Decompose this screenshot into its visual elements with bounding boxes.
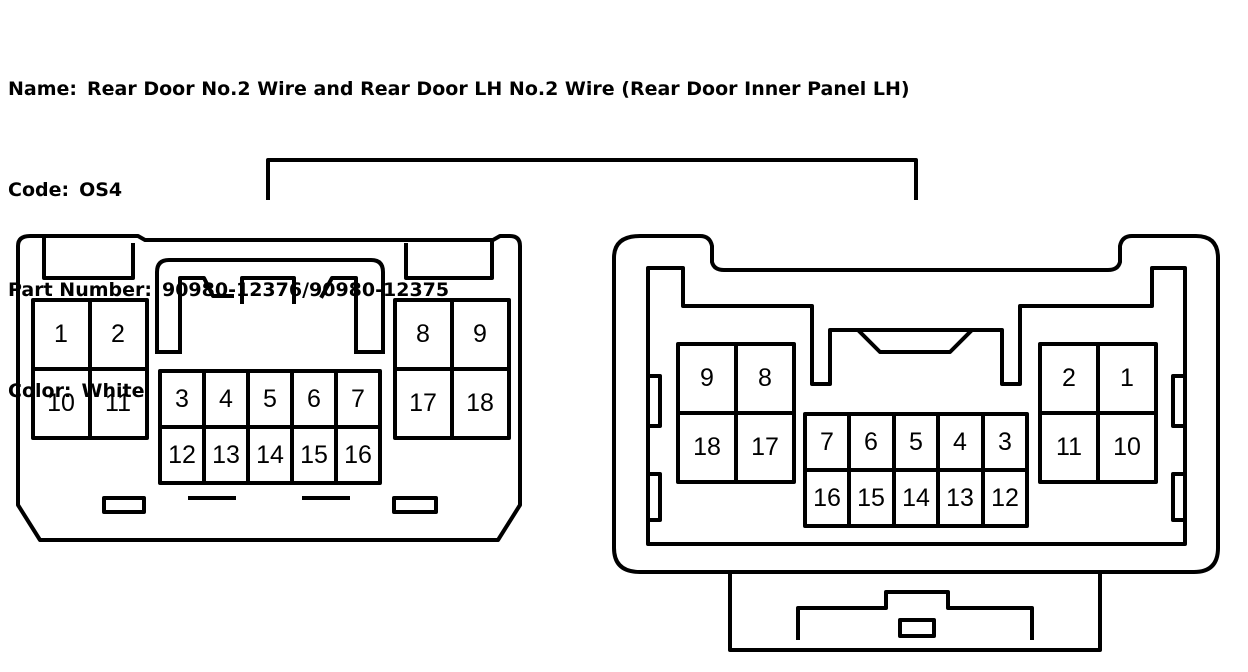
left-pin-label: 12 — [168, 441, 196, 469]
left-pin-label: 1 — [54, 320, 68, 348]
right-pin-label: 11 — [1056, 433, 1082, 461]
left-lock-tab-sides — [155, 300, 385, 354]
view-bracket — [266, 158, 918, 200]
right-lock-lever — [796, 590, 1034, 640]
code-label: Code: — [8, 178, 70, 201]
right-pin-label: 2 — [1062, 364, 1076, 392]
right-side-notches-left — [646, 374, 662, 522]
right-pin-label: 5 — [909, 428, 923, 456]
right-pin-label: 12 — [991, 484, 1019, 512]
code-row: Code: OS4 — [8, 174, 910, 208]
left-pin-label: 9 — [473, 320, 487, 348]
right-pin-label: 8 — [758, 364, 772, 392]
right-side-notches-right — [1171, 374, 1187, 522]
right-inner-cavity — [646, 266, 1187, 546]
right-pin-label: 13 — [946, 484, 974, 512]
left-pin-label: 4 — [219, 385, 233, 413]
right-pin-label: 6 — [864, 428, 878, 456]
color-label: Color: — [8, 379, 72, 402]
left-pin-label: 16 — [344, 441, 372, 469]
right-pin-label: 16 — [813, 484, 841, 512]
left-pin-label: 3 — [175, 385, 189, 413]
left-bottom-latches — [102, 496, 438, 514]
left-pin-label: 5 — [263, 385, 277, 413]
left-inner-wall-right — [404, 238, 494, 280]
left-pin-label: 17 — [409, 389, 437, 417]
left-pin-label: 6 — [307, 385, 321, 413]
left-pin-label: 15 — [300, 441, 328, 469]
right-lock-housing — [728, 570, 1102, 652]
right-pin-label: 3 — [998, 428, 1012, 456]
right-connector: 9 8 18 17 7 6 5 4 3 16 15 14 13 12 2 1 1… — [612, 234, 1220, 652]
color-row: Color: White — [8, 375, 910, 409]
right-connector-housing — [612, 234, 1220, 574]
left-pin-label: 11 — [105, 389, 131, 417]
code-value: OS4 — [79, 178, 123, 201]
left-inner-wall-left — [42, 238, 135, 280]
left-connector-housing — [16, 234, 522, 542]
name-label: Name: — [8, 78, 78, 100]
right-pin-label: 4 — [953, 428, 967, 456]
left-pin-label: 7 — [351, 385, 365, 413]
color-value: White — [81, 379, 145, 402]
name-value: Rear Door No.2 Wire and Rear Door LH No.… — [87, 78, 910, 100]
connector-info: Name: Rear Door No.2 Wire and Rear Door L… — [8, 6, 910, 442]
right-lock-button — [898, 618, 936, 638]
right-pin-label: 10 — [1113, 433, 1141, 461]
name-row: Name: Rear Door No.2 Wire and Rear Door L… — [8, 73, 910, 107]
left-pin-label: 18 — [466, 389, 494, 417]
right-pin-label: 9 — [700, 364, 714, 392]
right-pin-label: 18 — [693, 433, 721, 461]
left-connector: 1 2 10 11 3 4 5 6 7 12 13 14 15 16 8 9 1… — [16, 234, 522, 542]
right-pin-label: 7 — [820, 428, 834, 456]
right-pin-label: 17 — [751, 433, 779, 461]
left-pin-label: 13 — [212, 441, 240, 469]
left-lock-tab-notch-right — [319, 276, 358, 354]
right-pin-label: 15 — [857, 484, 885, 512]
left-lock-tab-center — [240, 276, 296, 304]
left-pin-label: 2 — [111, 320, 125, 348]
left-pin-label: 8 — [416, 320, 430, 348]
right-center-latch — [857, 329, 973, 354]
left-lock-tab — [155, 258, 385, 354]
right-pin-label: 14 — [902, 484, 930, 512]
left-pin-label: 14 — [256, 441, 284, 469]
left-pin-label: 10 — [47, 389, 75, 417]
right-pin-label: 1 — [1120, 364, 1134, 392]
left-lock-tab-notch-left — [178, 276, 234, 304]
